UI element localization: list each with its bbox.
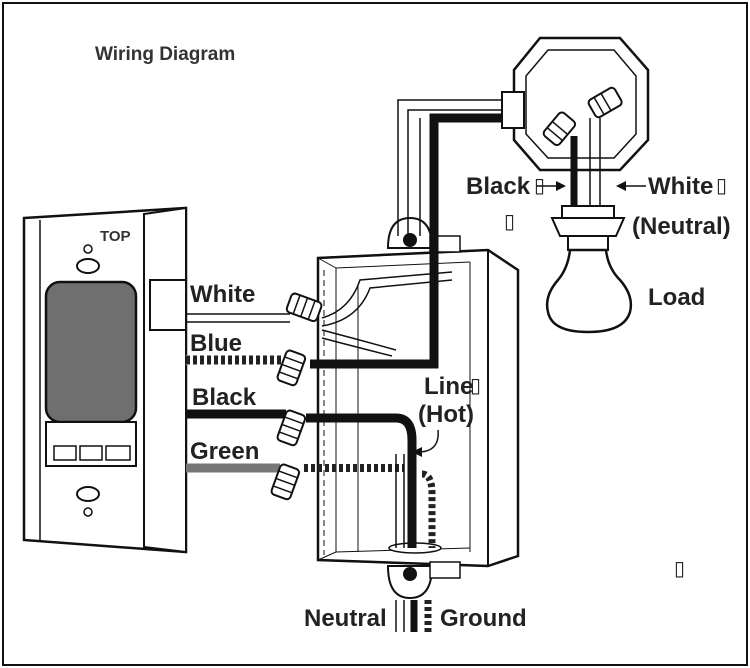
line-glyph: ▯ (470, 373, 481, 397)
wire-nut-white-icon (285, 292, 323, 323)
arrow-left-icon (616, 181, 626, 191)
box-top-screw-icon (403, 233, 417, 247)
green-wire-label: Green (190, 438, 259, 465)
fixture-black-glyph-2: ▯ (504, 209, 515, 233)
load-label: Load (648, 284, 705, 311)
blue-wire (186, 355, 286, 365)
neutral-cable (397, 99, 516, 236)
fixture-white-label: White (648, 173, 713, 200)
black-wire-label: Black (192, 384, 257, 411)
blue-to-fixture-wire (310, 113, 516, 369)
blue-wire-label: Blue (190, 330, 242, 357)
lamp-socket (550, 205, 626, 251)
junction-box (316, 216, 520, 600)
switch-rocker (44, 280, 138, 424)
fixture-wire-nut-1-icon (587, 86, 623, 119)
arrow-right-icon (556, 181, 566, 191)
switch-plate: TOP (22, 206, 188, 554)
neutral-label: (Neutral) (632, 213, 731, 240)
line-hot-wire (306, 413, 417, 548)
box-bottom-screw-icon (403, 567, 417, 581)
top-label: TOP (100, 228, 131, 245)
top-screw-icon (76, 258, 100, 274)
hot-label: (Hot) (418, 401, 474, 428)
switch-tab (149, 279, 187, 331)
fixture-wire-nut-2-icon (542, 111, 577, 147)
wire-nut-green-icon (270, 463, 301, 501)
bottom-neutral-label: Neutral (304, 605, 387, 632)
fixture-white-glyph: ▯ (716, 173, 727, 197)
fixture-black-label: Black (466, 173, 531, 200)
diagram-title: Wiring Diagram (95, 44, 235, 65)
bottom-screw-icon (76, 486, 100, 502)
line-label: Line (424, 373, 473, 400)
fixture-black-glyph: ▯ (534, 173, 545, 197)
wire-nut-black-icon (276, 409, 307, 447)
bottom-ground-label: Ground (440, 605, 527, 632)
white-wire-label: White (190, 281, 255, 308)
white-wire (186, 313, 290, 323)
light-bulb-icon (545, 248, 633, 334)
stray-glyph: ▯ (674, 556, 685, 580)
wire-nut-blue-icon (276, 349, 307, 387)
